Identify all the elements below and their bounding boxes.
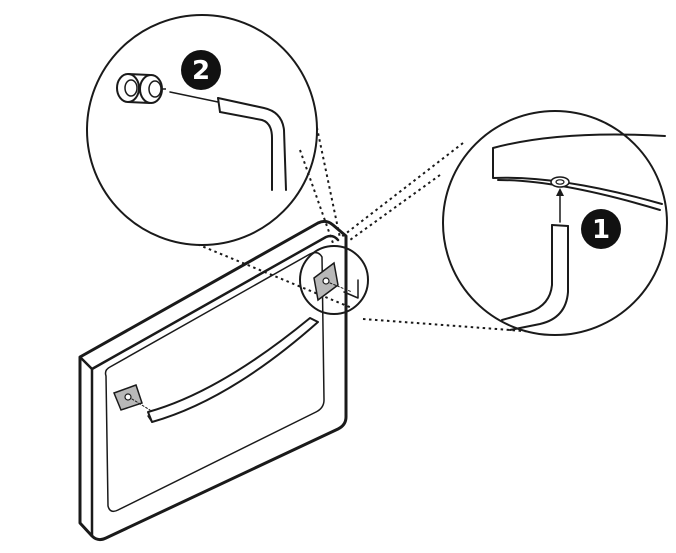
left-bracket-axis: [131, 398, 151, 411]
arrowhead: [556, 188, 564, 196]
screw-icon: [116, 73, 166, 104]
detail-focus-circle: [299, 245, 369, 315]
callout-step-1-circle: [442, 110, 668, 336]
small-hex-key-tip: [343, 279, 359, 299]
callout-step-1: 1: [442, 110, 668, 336]
left-bracket-screw: [124, 393, 132, 401]
callout-step-2-circle: [86, 14, 318, 246]
door-inner-panel-line: [104, 251, 325, 513]
hex-key-icon-step-1: [501, 224, 569, 331]
leader-line-right-bottom: [362, 318, 551, 334]
step-2-badge: [181, 50, 221, 90]
door-handle-bar: [147, 317, 319, 423]
removal-direction-line: [169, 91, 219, 103]
step-1-badge: [581, 209, 621, 249]
hex-key-icon: [217, 97, 287, 191]
hex-key-top: [551, 224, 569, 227]
door-handle-lip: [147, 415, 153, 423]
door-side-edge: [78, 355, 94, 538]
leader-lines-overlay: [299, 149, 441, 247]
hex-key-end: [217, 97, 221, 113]
leader-line-right-top: [339, 142, 464, 239]
right-bracket-axis: [329, 282, 353, 293]
leader-line-upper-left-top: [311, 103, 341, 239]
door-panel: [78, 219, 369, 542]
callout-step-2: 2: [86, 14, 318, 246]
step-1-label: 1: [592, 215, 610, 245]
door-top-edge-inner: [90, 234, 340, 371]
door-front-face: [78, 219, 348, 542]
right-bracket-screw: [322, 277, 330, 285]
step-2-label: 2: [192, 56, 210, 86]
